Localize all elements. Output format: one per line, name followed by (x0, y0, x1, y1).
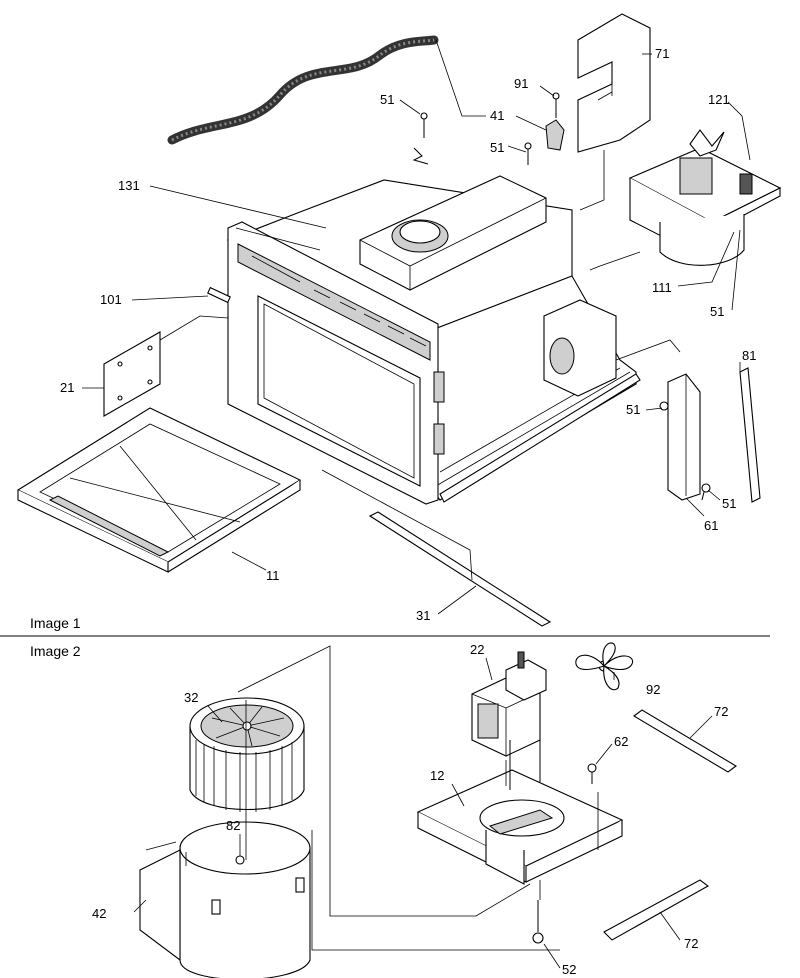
callout-51: 51 (380, 92, 394, 107)
strain-relief (545, 119, 565, 151)
bottom-rail (439, 373, 641, 503)
callout-81: 81 (742, 348, 756, 363)
panel-image-2: Image 2 (30, 642, 737, 978)
side-panel (103, 331, 161, 417)
callout-41: 41 (490, 108, 504, 123)
nut-82 (235, 855, 245, 865)
callout-91: 91 (514, 76, 528, 91)
blower-scroll-housing (139, 821, 311, 978)
front-strip (368, 511, 552, 627)
callout-21: 21 (60, 380, 74, 395)
callout-51: 51 (710, 304, 724, 319)
base-tray (16, 407, 302, 563)
strip-72-upper (633, 709, 737, 773)
callout-131: 131 (118, 178, 140, 193)
callout-51: 51 (490, 140, 504, 155)
side-bracket (667, 373, 701, 501)
callout-52: 52 (562, 962, 576, 977)
callout-72: 72 (684, 936, 698, 951)
blower-wheel (189, 697, 305, 812)
door-window (257, 295, 421, 487)
callout-31: 31 (416, 608, 430, 623)
callout-92: 92 (646, 682, 660, 697)
callout-71: 71 (655, 46, 669, 61)
callout-32: 32 (184, 690, 198, 705)
magnetron-housing (359, 175, 547, 291)
side-strip (739, 367, 761, 503)
leader-lines-1 (82, 39, 751, 615)
callout-111: 111 (652, 280, 672, 295)
callout-51: 51 (626, 402, 640, 417)
panel-caption-1: Image 1 (30, 615, 81, 631)
blower-housing (659, 214, 745, 266)
callout-12: 12 (430, 768, 444, 783)
screw-52 (532, 932, 544, 944)
screw-62 (587, 763, 597, 773)
strip-72-lower (603, 879, 710, 941)
callout-51: 51 (722, 496, 736, 511)
fan-motor (471, 651, 547, 757)
control-strip (237, 243, 431, 361)
leader-lines-2 (133, 645, 713, 969)
fan-blade (575, 642, 634, 691)
callout-82: 82 (226, 818, 240, 833)
callout-72: 72 (714, 704, 728, 719)
panel-image-1: 71 91 41 51 121 131 51 101 111 51 21 81 … (16, 13, 782, 631)
callout-22: 22 (470, 642, 484, 657)
rear-panel (577, 13, 651, 153)
motor-mounting-plate (416, 740, 624, 885)
callout-121: 121 (708, 92, 730, 107)
power-cord (167, 35, 439, 145)
callout-62: 62 (614, 734, 628, 749)
callout-42: 42 (92, 906, 106, 921)
panel-caption-2: Image 2 (30, 643, 81, 659)
callout-101: 101 (100, 292, 122, 307)
callout-11: 11 (266, 568, 280, 583)
callout-61: 61 (704, 518, 718, 533)
